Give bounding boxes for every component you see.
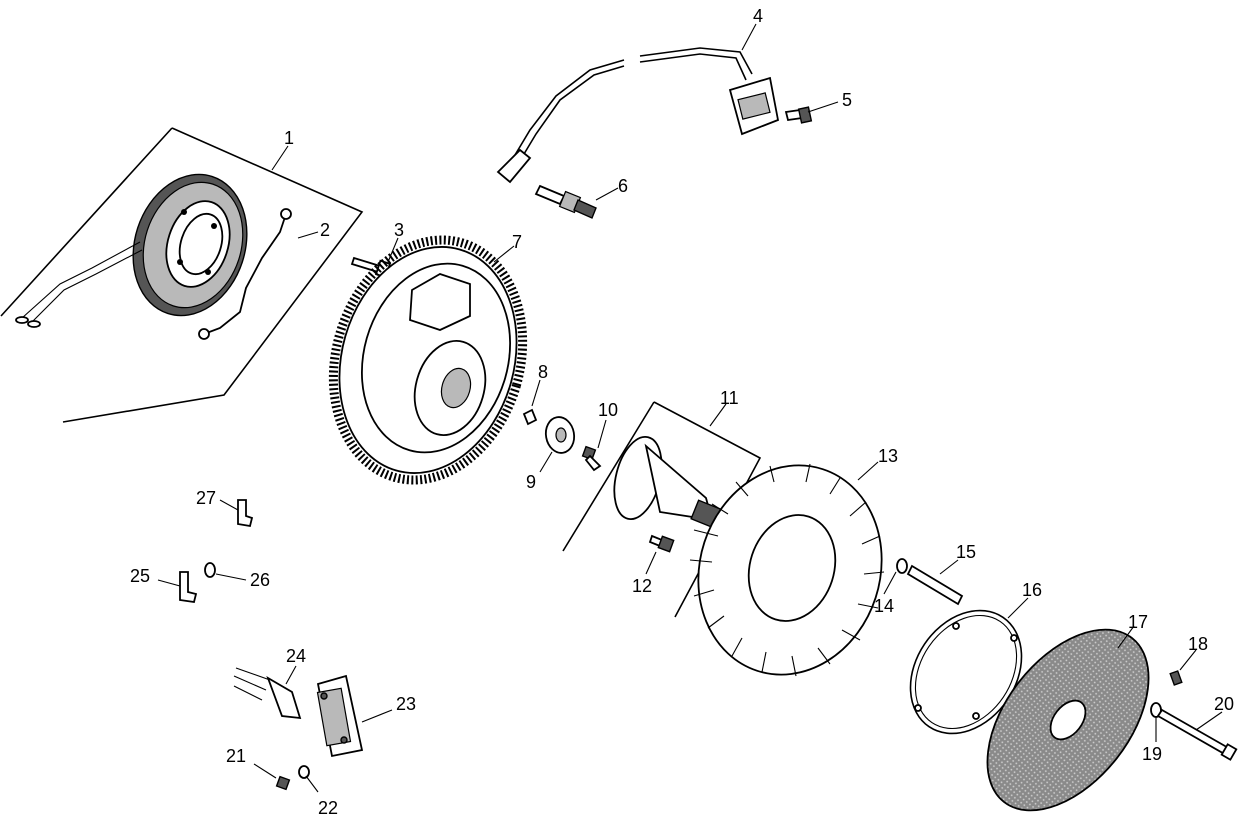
callout-6: 6 — [618, 176, 628, 196]
bolt-20 — [1156, 708, 1238, 761]
gasket-ring — [909, 609, 1023, 735]
flywheel — [328, 235, 528, 485]
callout-24: 24 — [286, 646, 306, 666]
callout-27: 27 — [196, 488, 216, 508]
callout-25: 25 — [130, 566, 150, 586]
ignition-lead — [496, 47, 780, 184]
callout-26: 26 — [250, 570, 270, 590]
callout-11: 11 — [720, 388, 739, 408]
callout-22: 22 — [318, 798, 338, 818]
screw-21 — [275, 775, 291, 791]
pin-15 — [906, 564, 964, 606]
callout-9: 9 — [526, 472, 536, 492]
callout-21: 21 — [226, 746, 246, 766]
bracket-27 — [237, 499, 254, 528]
rectifier-regulator — [316, 674, 364, 758]
stator-assembly — [0, 127, 364, 423]
callout-19: 19 — [1142, 744, 1162, 764]
callout-17: 17 — [1128, 612, 1148, 632]
wire-connector — [233, 667, 302, 720]
washer-22 — [298, 765, 310, 779]
callout-7: 7 — [512, 232, 522, 252]
callout-8: 8 — [538, 362, 548, 382]
callout-15: 15 — [956, 542, 976, 562]
callout-labels: 1 2 3 4 5 6 7 8 9 10 11 12 13 14 15 16 1… — [130, 6, 1234, 818]
debris-screen — [986, 628, 1150, 812]
washer-14 — [896, 558, 908, 574]
woodruff-key — [522, 408, 538, 426]
callout-1: 1 — [284, 128, 294, 148]
callout-4: 4 — [753, 6, 763, 26]
callout-3: 3 — [394, 220, 404, 240]
screw-12 — [648, 534, 675, 553]
callout-23: 23 — [396, 694, 416, 714]
callout-20: 20 — [1214, 694, 1234, 714]
spark-plug — [534, 184, 597, 219]
callout-12: 12 — [632, 576, 652, 596]
callout-16: 16 — [1022, 580, 1042, 600]
callout-14: 14 — [874, 596, 894, 616]
flywheel-magnet — [409, 273, 471, 331]
leader-lines — [157, 23, 1223, 793]
callout-5: 5 — [842, 90, 852, 110]
screw-10 — [581, 445, 602, 472]
callout-2: 2 — [320, 220, 330, 240]
washer-9 — [544, 416, 576, 454]
stator — [132, 173, 248, 317]
cooling-fan — [689, 463, 885, 677]
callout-13: 13 — [878, 446, 898, 466]
screw-18 — [1169, 670, 1183, 686]
callout-10: 10 — [598, 400, 618, 420]
ground-wire — [203, 213, 287, 335]
bracket-25 — [179, 571, 198, 604]
callout-18: 18 — [1188, 634, 1208, 654]
washer-26 — [204, 562, 216, 578]
screw-5 — [784, 106, 813, 124]
